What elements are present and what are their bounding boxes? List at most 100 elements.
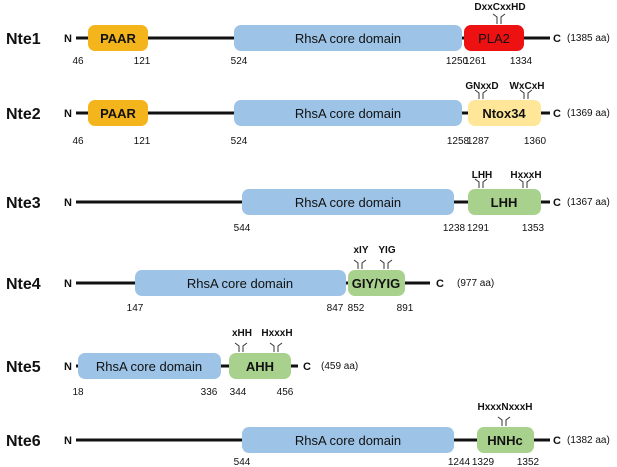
protein-length-label: (1369 aa) xyxy=(567,108,610,119)
domain-end-position: 121 xyxy=(134,56,151,67)
domain-end-position: 1360 xyxy=(524,136,547,147)
motif-label: HxxxNxxxH xyxy=(477,402,532,413)
n-terminus-label: N xyxy=(64,33,72,45)
motif-label: LHH xyxy=(472,170,493,181)
domain-box-paar xyxy=(88,100,148,126)
protein-length-label: (1382 aa) xyxy=(567,435,610,446)
domain-start-position: 1291 xyxy=(467,223,490,234)
motif-label: GNxxD xyxy=(465,81,498,92)
domain-end-position: 336 xyxy=(201,387,218,398)
domain-box-rhsa-core xyxy=(242,189,454,215)
domain-end-position: 1250 xyxy=(446,56,469,67)
motif-marker xyxy=(518,178,532,188)
domain-label-ntox34: Ntox34 xyxy=(482,106,526,121)
protein-row-nte3: Nte3 N C (1367 aa) RhsA core domain 544 … xyxy=(6,170,610,234)
protein-length-label: (459 aa) xyxy=(321,361,358,372)
motif-label: xIY xyxy=(353,245,368,256)
protein-length-label: (977 aa) xyxy=(457,278,494,289)
c-terminus-label: C xyxy=(553,197,561,209)
domain-end-position: 1334 xyxy=(510,56,533,67)
domain-end-position: 1352 xyxy=(517,457,540,467)
domain-start-position: 46 xyxy=(72,136,84,147)
protein-row-nte1: Nte1 N C (1385 aa) PAAR 46 121 RhsA core… xyxy=(6,2,610,67)
motif-marker xyxy=(497,416,511,426)
domain-box-rhsa-core xyxy=(242,427,454,453)
domain-label-paar: PAAR xyxy=(100,106,136,121)
c-terminus-label: C xyxy=(553,435,561,447)
domain-label-hnhc: HNHc xyxy=(487,433,522,448)
protein-name: Nte2 xyxy=(6,106,41,123)
domain-box-ahh xyxy=(229,353,291,379)
n-terminus-label: N xyxy=(64,197,72,209)
motif-label: HxxxH xyxy=(510,170,541,181)
domain-label-ahh: AHH xyxy=(246,359,274,374)
domain-box-paar xyxy=(88,25,148,51)
motif-label: xHH xyxy=(232,328,252,339)
protein-length-label: (1385 aa) xyxy=(567,33,610,44)
domain-end-position: 891 xyxy=(397,303,414,314)
domain-end-position: 1353 xyxy=(522,223,545,234)
c-terminus-label: C xyxy=(436,278,444,290)
domain-end-position: 1244 xyxy=(448,457,471,467)
motif-marker xyxy=(379,259,393,269)
domain-box-hnhc xyxy=(477,427,534,453)
domain-label-lhh: LHH xyxy=(491,195,518,210)
domain-end-position: 121 xyxy=(134,136,151,147)
protein-name: Nte3 xyxy=(6,195,41,212)
domain-box-rhsa-core xyxy=(78,353,221,379)
motif-marker xyxy=(492,13,506,24)
protein-name: Nte6 xyxy=(6,433,41,450)
domain-box-rhsa-core xyxy=(234,100,462,126)
domain-start-position: 1329 xyxy=(472,457,495,467)
protein-row-nte5: Nte5 N C (459 aa) RhsA core domain 18 33… xyxy=(6,328,358,398)
domain-start-position: 544 xyxy=(234,223,251,234)
domain-start-position: 852 xyxy=(348,303,365,314)
protein-name: Nte5 xyxy=(6,359,41,376)
domain-end-position: 847 xyxy=(327,303,344,314)
motif-marker xyxy=(474,89,488,99)
domain-label-rhsa-core: RhsA core domain xyxy=(295,31,401,46)
protein-row-nte4: Nte4 N C (977 aa) RhsA core domain 147 8… xyxy=(6,245,494,314)
domain-label-rhsa-core: RhsA core domain xyxy=(295,195,401,210)
protein-length-label: (1367 aa) xyxy=(567,197,610,208)
domain-box-giy-yig xyxy=(348,270,405,296)
domain-label-giy-yig: GIY/YIG xyxy=(352,276,400,291)
domain-start-position: 1287 xyxy=(467,136,490,147)
domain-label-rhsa-core: RhsA core domain xyxy=(295,433,401,448)
domain-start-position: 1261 xyxy=(464,56,487,67)
domain-label-rhsa-core: RhsA core domain xyxy=(187,276,293,291)
motif-marker xyxy=(353,259,367,269)
n-terminus-label: N xyxy=(64,108,72,120)
domain-start-position: 18 xyxy=(72,387,84,398)
n-terminus-label: N xyxy=(64,435,72,447)
c-terminus-label: C xyxy=(553,33,561,45)
domain-end-position: 456 xyxy=(277,387,294,398)
c-terminus-label: C xyxy=(303,361,311,373)
domain-end-position: 1238 xyxy=(443,223,466,234)
domain-box-lhh xyxy=(468,189,541,215)
motif-marker xyxy=(474,178,488,188)
domain-box-pla2 xyxy=(464,25,524,51)
protein-row-nte6: Nte6 N C (1382 aa) RhsA core domain 544 … xyxy=(6,402,610,467)
motif-marker xyxy=(269,342,283,352)
domain-start-position: 524 xyxy=(231,136,248,147)
domain-label-pla2: PLA2 xyxy=(478,31,510,46)
domain-label-rhsa-core: RhsA core domain xyxy=(96,359,202,374)
domain-label-rhsa-core: RhsA core domain xyxy=(295,106,401,121)
domain-box-rhsa-core xyxy=(234,25,462,51)
c-terminus-label: C xyxy=(553,108,561,120)
motif-label: HxxxH xyxy=(261,328,292,339)
domain-start-position: 524 xyxy=(231,56,248,67)
motif-marker xyxy=(519,89,533,99)
domain-start-position: 147 xyxy=(127,303,144,314)
protein-row-nte2: Nte2 N C (1369 aa) PAAR 46 121 RhsA core… xyxy=(6,81,610,147)
domain-end-position: 1258 xyxy=(447,136,470,147)
motif-label: WxCxH xyxy=(509,81,544,92)
motif-label: YIG xyxy=(378,245,395,256)
domain-box-ntox34 xyxy=(468,100,541,126)
domain-start-position: 544 xyxy=(234,457,251,467)
domain-start-position: 46 xyxy=(72,56,84,67)
domain-box-rhsa-core xyxy=(135,270,346,296)
domain-label-paar: PAAR xyxy=(100,31,136,46)
